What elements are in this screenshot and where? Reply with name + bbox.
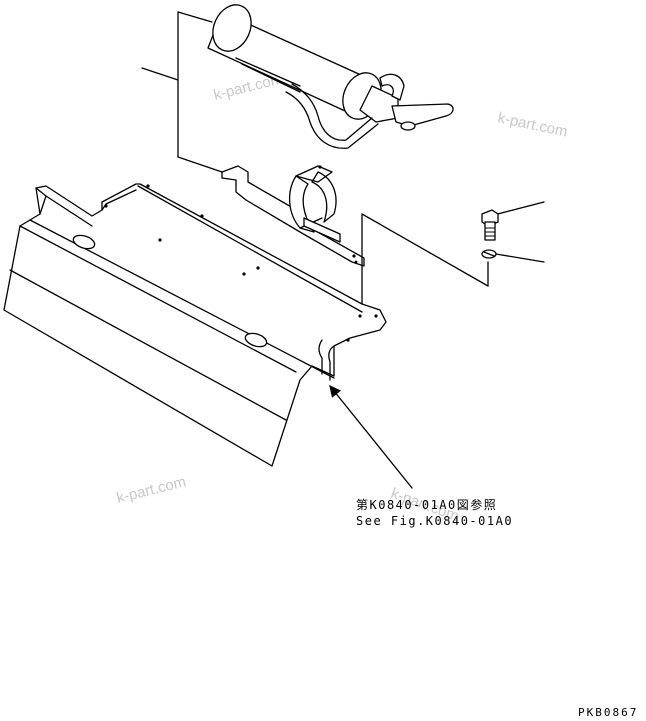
fire-extinguisher bbox=[207, 4, 454, 149]
watermark-3: k-part.com bbox=[115, 473, 188, 507]
extinguisher-leader bbox=[141, 11, 223, 173]
washer-icon bbox=[481, 249, 497, 259]
reference-label-en: See Fig.K0840-01A0 bbox=[356, 514, 514, 528]
fastener-leaders bbox=[361, 201, 545, 315]
watermark-2: k-part.com bbox=[496, 109, 569, 140]
reference-arrow bbox=[329, 385, 413, 489]
cover-plate bbox=[3, 183, 387, 467]
drawing-code: PKB0867 bbox=[578, 706, 639, 719]
reference-label-jp: 第K0840-01A0図参照 bbox=[356, 498, 498, 512]
extinguisher-bracket bbox=[221, 165, 365, 267]
bolt-icon bbox=[481, 209, 499, 241]
